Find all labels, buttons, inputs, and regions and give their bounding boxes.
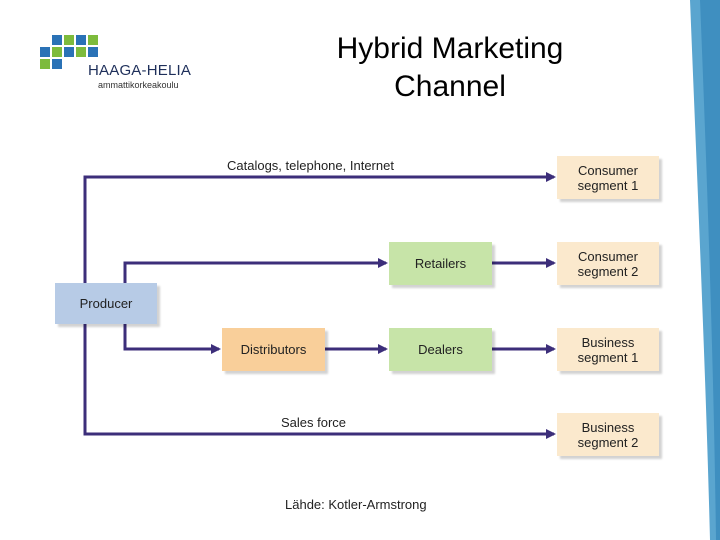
connector-producer-retailers xyxy=(123,258,388,283)
logo-name: HAAGA-HELIA xyxy=(88,62,192,79)
segment-line-2: segment 1 xyxy=(577,177,639,193)
segment-line-1: Business xyxy=(581,419,635,435)
haaga-helia-logo xyxy=(40,35,98,69)
segment-line-2: segment 1 xyxy=(577,349,639,365)
logo-mark-icon xyxy=(40,35,98,69)
retailers-label: Retailers xyxy=(414,256,467,271)
producer-label: Producer xyxy=(79,296,133,311)
title-line-2: Channel xyxy=(394,70,506,103)
segment-line-1: Consumer xyxy=(578,162,638,178)
slide-title: Hybrid Marketing Channel xyxy=(290,30,610,106)
dealers-box: Dealers xyxy=(389,328,492,371)
segment-line-1: Business xyxy=(581,334,635,350)
segment-line-1: Consumer xyxy=(578,248,638,264)
connector-direct-bottom xyxy=(83,324,556,439)
decorative-stripe xyxy=(690,0,720,540)
dealers-label: Dealers xyxy=(418,342,463,357)
retailers-box: Retailers xyxy=(389,242,492,285)
producer-box: Producer xyxy=(55,283,157,324)
segment-business-2: Business segment 2 xyxy=(557,413,659,456)
logo-subtitle: ammattikorkeakoulu xyxy=(98,80,179,90)
distributors-label: Distributors xyxy=(240,342,307,357)
segment-business-1: Business segment 1 xyxy=(557,328,659,371)
label-direct-top: Catalogs, telephone, Internet xyxy=(227,158,394,173)
segment-consumer-1: Consumer segment 1 xyxy=(557,156,659,199)
label-sales-force: Sales force xyxy=(281,415,347,430)
distributors-box: Distributors xyxy=(222,328,325,371)
source-citation: Lähde: Kotler-Armstrong xyxy=(285,497,427,512)
connector-direct-top xyxy=(83,172,556,283)
title-line-1: Hybrid Marketing xyxy=(336,32,564,65)
connector-producer-distributors xyxy=(123,324,221,354)
segment-line-2: segment 2 xyxy=(577,263,639,279)
segment-consumer-2: Consumer segment 2 xyxy=(557,242,659,285)
segment-line-2: segment 2 xyxy=(577,434,639,450)
